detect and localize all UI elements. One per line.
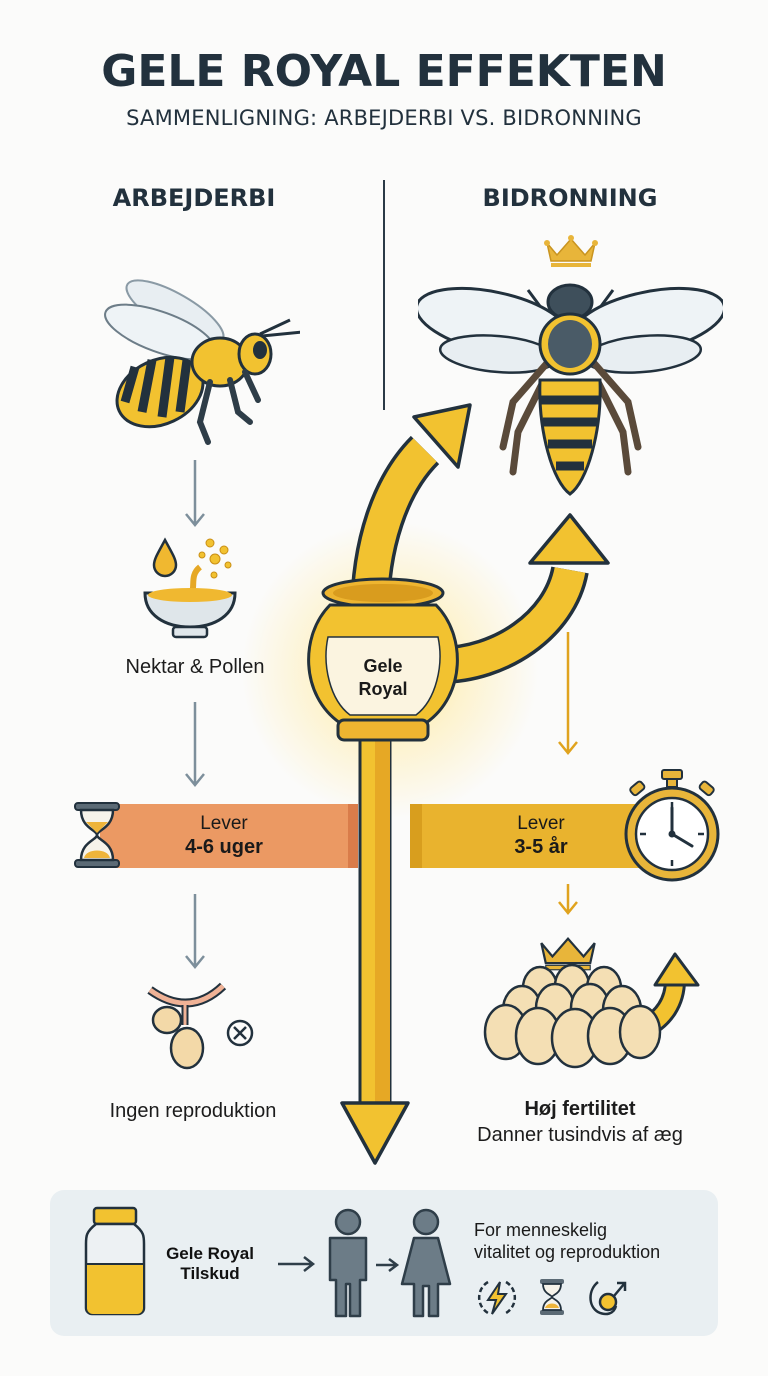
right-arrow-icon xyxy=(376,1258,400,1272)
down-arrow-icon xyxy=(185,894,205,969)
queen-bee-heading: BIDRONNING xyxy=(482,184,658,212)
supplement-label: Gele Royal Tilskud xyxy=(155,1244,265,1285)
jar-label-line2: Royal xyxy=(358,679,407,699)
woman-icon xyxy=(400,1208,452,1318)
jar-label-line1: Gele xyxy=(363,656,402,676)
diet-label: Nektar & Pollen xyxy=(125,656,265,678)
worker-bee-icon xyxy=(104,279,300,445)
lifespan-value: 4-6 uger xyxy=(185,836,263,859)
column-divider xyxy=(383,180,385,410)
page-title: GELE ROYAL EFFEKTEN xyxy=(101,46,667,97)
down-arrow-icon xyxy=(558,884,578,915)
stopwatch-icon xyxy=(624,769,720,882)
benefit-text: For menneskelig vitalitet og reproduktio… xyxy=(474,1220,714,1263)
royal-jelly-flow-arrows xyxy=(340,403,610,1165)
ovary-icon xyxy=(147,982,254,1070)
royal-jelly-jar-icon: Gele Royal xyxy=(307,577,459,742)
down-arrow-icon xyxy=(558,632,578,755)
fertility-desc: Danner tusindvis af æg xyxy=(477,1124,683,1146)
right-arrow-icon xyxy=(278,1256,316,1272)
lifespan-label: Lever xyxy=(517,812,565,834)
lifespan-value: 3-5 år xyxy=(514,836,568,859)
queen-bee-icon xyxy=(418,283,723,496)
worker-bee-heading: ARBEJDERBI xyxy=(112,184,276,212)
crown-icon xyxy=(544,235,598,267)
energy-icon xyxy=(477,1280,517,1316)
down-arrow-icon xyxy=(185,460,205,527)
hourglass-icon xyxy=(540,1279,564,1315)
benefit-line1: For menneskelig xyxy=(474,1220,608,1240)
nectar-bowl-icon xyxy=(143,537,237,639)
supplement-bottle-icon xyxy=(84,1206,146,1316)
eggs-icon xyxy=(483,952,700,1069)
supplement-panel xyxy=(50,1190,718,1336)
fertility-title: Høj fertilitet xyxy=(524,1098,636,1120)
lifespan-label: Lever xyxy=(200,812,248,834)
benefit-line2: vitalitet og reproduktion xyxy=(474,1241,661,1262)
supplement-label-line1: Gele Royal xyxy=(166,1244,254,1263)
hourglass-icon xyxy=(74,802,120,868)
worker-lifespan-bar: Lever 4-6 uger xyxy=(100,804,358,868)
fertility-icon xyxy=(589,1281,627,1316)
down-arrow-icon xyxy=(185,702,205,787)
no-reproduction-label: Ingen reproduktion xyxy=(109,1100,277,1122)
supplement-label-line2: Tilskud xyxy=(180,1264,240,1284)
man-icon xyxy=(328,1208,368,1318)
queen-lifespan-bar: Lever 3-5 år xyxy=(410,804,660,868)
page-subtitle: SAMMENLIGNING: ARBEJDERBI VS. BIDRONNING xyxy=(126,106,642,130)
